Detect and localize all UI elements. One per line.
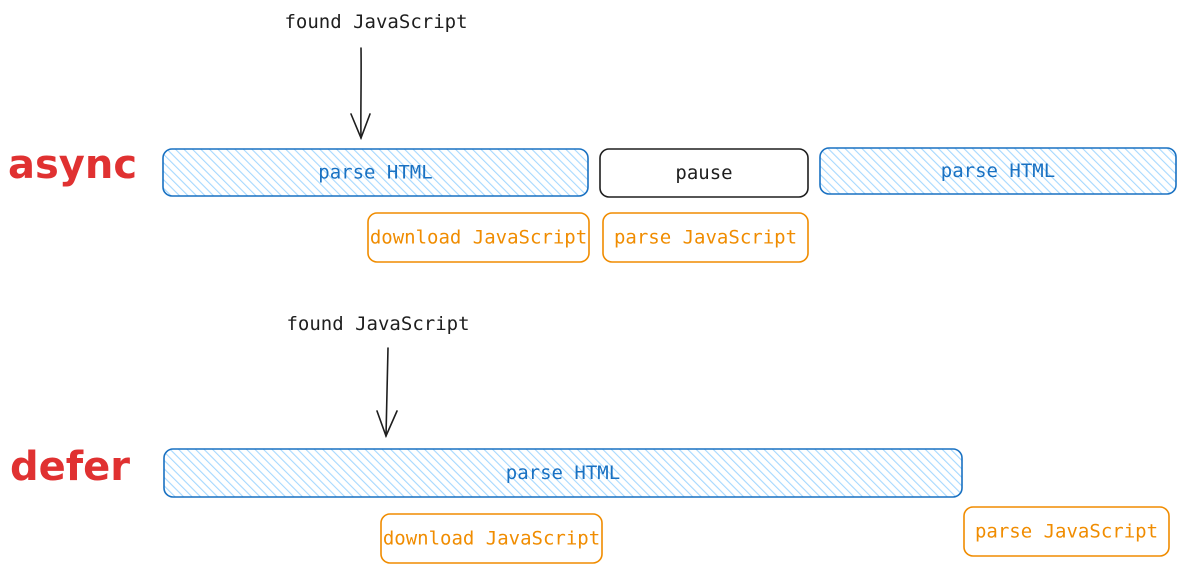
- defer-parse-javascript-box: parse JavaScript: [963, 506, 1170, 557]
- async-pause-text: pause: [675, 162, 732, 184]
- defer-download-javascript-text: download JavaScript: [383, 528, 600, 550]
- async-parse-javascript-box: parse JavaScript: [602, 212, 809, 263]
- defer-parse-html-box: parse HTML: [163, 448, 963, 498]
- async-parse-html-1-text: parse HTML: [318, 162, 432, 184]
- async-parse-html-box-1: parse HTML: [162, 148, 589, 197]
- async-download-javascript-box: download JavaScript: [367, 212, 590, 263]
- defer-parse-html-text: parse HTML: [506, 462, 620, 484]
- async-parse-javascript-text: parse JavaScript: [614, 227, 797, 249]
- defer-found-arrow: [376, 347, 398, 439]
- async-found-arrow: [350, 47, 371, 141]
- async-mode-label: async: [8, 142, 137, 188]
- async-parse-html-box-2: parse HTML: [819, 147, 1177, 195]
- async-parse-html-2-text: parse HTML: [941, 160, 1055, 182]
- async-pause-box: pause: [599, 148, 809, 198]
- defer-download-javascript-box: download JavaScript: [380, 513, 603, 564]
- defer-parse-javascript-text: parse JavaScript: [975, 521, 1158, 543]
- defer-mode-label: defer: [10, 444, 130, 490]
- async-download-javascript-text: download JavaScript: [370, 227, 587, 249]
- async-found-javascript-label: found JavaScript: [284, 11, 467, 33]
- defer-found-javascript-label: found JavaScript: [286, 313, 469, 335]
